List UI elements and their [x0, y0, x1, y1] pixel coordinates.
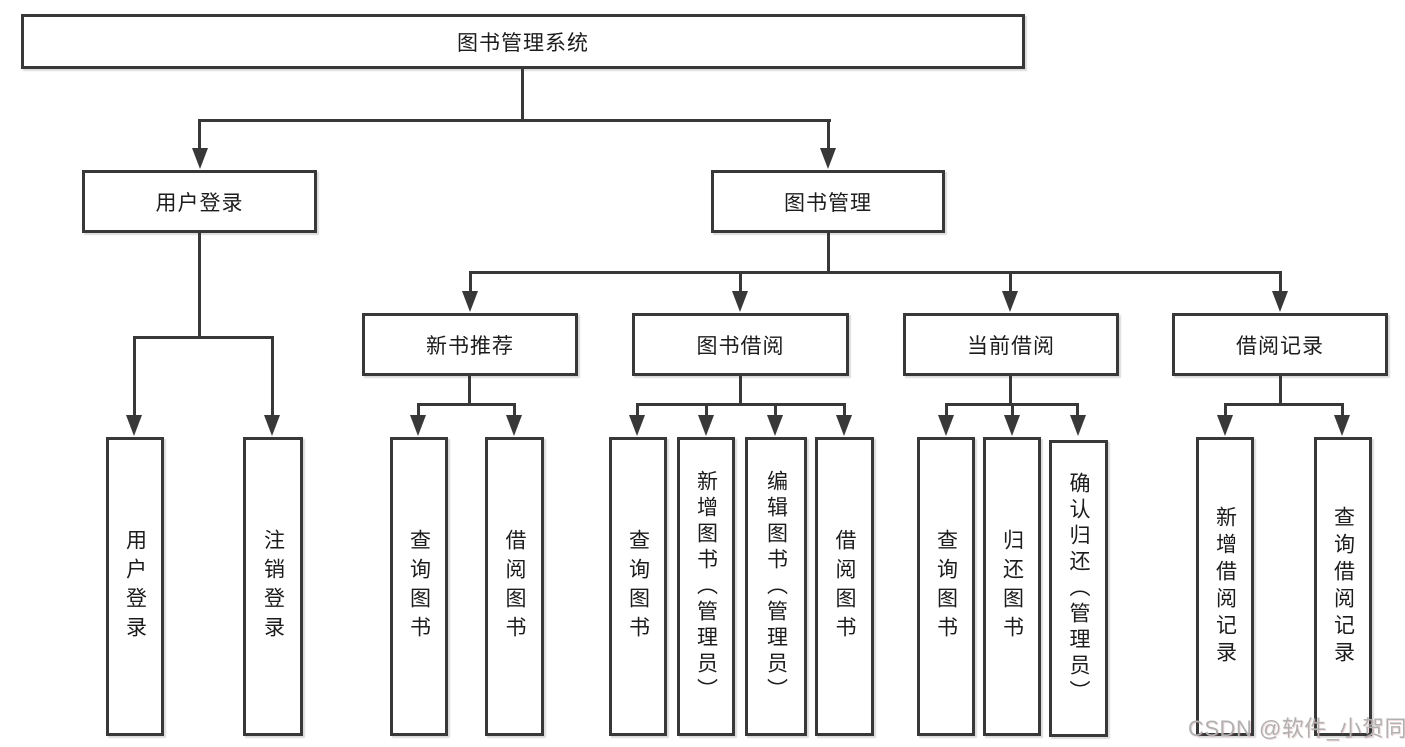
node-cb-query-books-label: 查询图书 — [934, 528, 958, 645]
edge-m3-stub — [1009, 376, 1012, 405]
edge-m1-hline — [417, 403, 516, 406]
edge-user-stub — [198, 233, 201, 338]
node-bb-edit-books-admin: 编辑图书（管理员） — [745, 437, 807, 736]
arrowhead-logout-leaf — [264, 415, 280, 436]
edge-m2-stub — [739, 376, 742, 405]
edge-m4-stub — [1279, 376, 1282, 405]
edge-m3-drop2 — [1011, 403, 1014, 416]
arrowhead-m2-query — [629, 415, 645, 436]
arrowhead-m1-query — [410, 415, 426, 436]
arrowhead-m4-query — [1334, 415, 1350, 436]
node-bb-edit-books-admin-label: 编辑图书（管理员） — [764, 469, 788, 704]
edge-m1-stub — [468, 376, 471, 405]
node-nb-query-books-label: 查询图书 — [407, 528, 431, 645]
node-cb-confirm-return-admin: 确认归还（管理员） — [1049, 440, 1108, 737]
node-nb-borrow-books-label: 借阅图书 — [503, 528, 526, 645]
node-current-borrow: 当前借阅 — [903, 313, 1119, 376]
edge-drop-current-borrow — [1009, 274, 1012, 293]
node-bb-query-books-label: 查询图书 — [626, 528, 650, 645]
edge-m4-hline — [1224, 403, 1344, 406]
node-book-management: 图书管理 — [711, 170, 945, 233]
edge-m2-drop2 — [705, 403, 708, 416]
edge-drop-logout-leaf — [271, 336, 274, 416]
node-logout-leaf: 注销登录 — [243, 437, 303, 736]
node-book-borrow: 图书借阅 — [632, 313, 849, 376]
node-bb-query-books: 查询图书 — [609, 437, 667, 736]
node-cb-confirm-return-admin-label: 确认归还（管理员） — [1067, 471, 1090, 706]
node-new-book-recommend: 新书推荐 — [362, 313, 578, 376]
node-user-login: 用户登录 — [82, 170, 317, 233]
arrowhead-m2-add — [698, 415, 714, 436]
edge-m1-drop1 — [417, 403, 420, 416]
edge-drop-user-login — [198, 119, 201, 150]
node-root: 图书管理系统 — [21, 14, 1025, 69]
arrowhead-book-management — [820, 148, 836, 169]
arrowhead-new-book — [462, 291, 478, 312]
edge-user-hline — [133, 336, 274, 339]
node-book-management-label: 图书管理 — [784, 191, 872, 215]
edge-m2-drop4 — [843, 403, 846, 416]
edge-drop-book-management — [827, 119, 830, 150]
edge-drop-book-borrow — [739, 274, 742, 293]
edge-drop-user-login-leaf — [133, 336, 136, 416]
node-user-login-leaf: 用户登录 — [106, 437, 164, 736]
node-current-borrow-label: 当前借阅 — [967, 334, 1055, 358]
arrowhead-m2-borrow — [836, 415, 852, 436]
node-user-login-label: 用户登录 — [155, 191, 244, 215]
node-nb-borrow-books: 借阅图书 — [485, 437, 544, 736]
edge-drop-new-book — [469, 274, 472, 293]
edge-m3-drop1 — [945, 403, 948, 416]
edge-m2-drop3 — [774, 403, 777, 416]
arrowhead-m1-borrow — [506, 415, 522, 436]
edge-m2-hline — [636, 403, 846, 406]
node-new-book-recommend-label: 新书推荐 — [426, 334, 514, 358]
node-root-label: 图书管理系统 — [457, 31, 589, 55]
edge-m3-drop3 — [1076, 403, 1079, 416]
node-bb-borrow-books-label: 借阅图书 — [833, 528, 856, 645]
arrowhead-m3-query — [938, 415, 954, 436]
node-nb-query-books: 查询图书 — [390, 437, 448, 736]
edge-m1-drop2 — [513, 403, 516, 416]
node-borrow-records: 借阅记录 — [1172, 313, 1388, 376]
arrowhead-current-borrow — [1002, 291, 1018, 312]
node-book-borrow-label: 图书借阅 — [696, 334, 785, 358]
edge-m4-drop2 — [1341, 403, 1344, 416]
edge-drop-borrow-records — [1279, 274, 1282, 293]
node-bb-add-books-admin-label: 新增图书（管理员） — [694, 469, 718, 704]
arrowhead-m4-add — [1217, 415, 1233, 436]
node-bb-add-books-admin: 新增图书（管理员） — [677, 437, 735, 736]
node-br-add-record-label: 新增借阅记录 — [1213, 505, 1237, 668]
edge-root-stub — [521, 69, 524, 120]
node-logout-leaf-label: 注销登录 — [261, 528, 285, 645]
arrowhead-book-borrow — [732, 291, 748, 312]
arrowhead-user-login — [192, 148, 208, 169]
arrowhead-m3-confirm — [1070, 415, 1086, 436]
node-bb-borrow-books: 借阅图书 — [815, 437, 874, 736]
edge-level2-hline — [198, 119, 831, 122]
node-cb-query-books: 查询图书 — [917, 437, 975, 736]
arrowhead-user-login-leaf — [126, 415, 142, 436]
edge-modules-hline — [469, 271, 1282, 274]
arrowhead-m2-edit — [767, 415, 783, 436]
node-borrow-records-label: 借阅记录 — [1236, 334, 1324, 358]
node-cb-return-books-label: 归还图书 — [1000, 528, 1024, 645]
csdn-watermark: CSDN @软件_小贺同学 — [1188, 716, 1405, 741]
arrowhead-borrow-records — [1272, 291, 1288, 312]
node-br-query-record: 查询借阅记录 — [1314, 437, 1372, 736]
node-cb-return-books: 归还图书 — [983, 437, 1041, 736]
node-br-add-record: 新增借阅记录 — [1196, 437, 1254, 736]
edge-mgmt-stub — [827, 233, 830, 274]
edge-m2-drop1 — [636, 403, 639, 416]
node-user-login-leaf-label: 用户登录 — [123, 528, 147, 645]
node-br-query-record-label: 查询借阅记录 — [1331, 505, 1355, 668]
edge-m4-drop1 — [1224, 403, 1227, 416]
arrowhead-m3-return — [1004, 415, 1020, 436]
